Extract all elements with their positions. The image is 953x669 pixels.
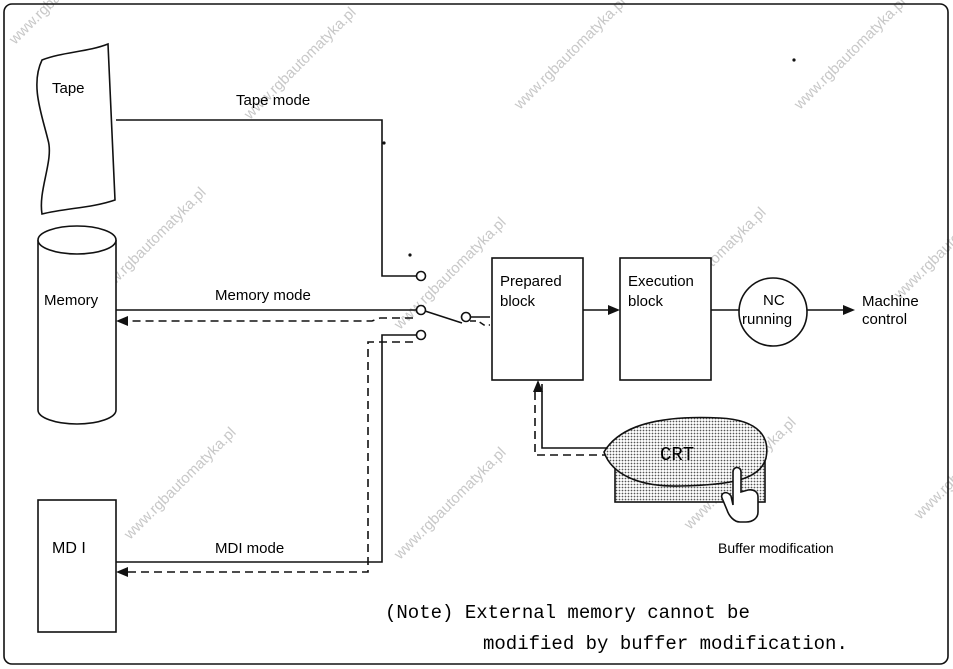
watermark-text: www.rgbautomatyka.pl (910, 404, 953, 523)
tape-source: Tape (37, 44, 115, 214)
machine-control-label-2: control (862, 311, 907, 328)
watermark-text: www.rgbautomatyka.pl (5, 0, 124, 49)
stray-dot (792, 58, 795, 61)
tape-mode-path: Tape mode (116, 92, 426, 281)
memory-cylinder-body (38, 240, 116, 424)
execution-block-label-2: block (628, 293, 664, 310)
crt-terminal: CRT (604, 417, 767, 522)
watermark-layer: www.rgbautomatyka.pl www.rgbautomatyka.p… (5, 0, 953, 564)
watermark-text: www.rgbautomatyka.pl (890, 184, 953, 303)
switch-pivot (462, 313, 471, 322)
watermark-text: www.rgbautomatyka.pl (120, 424, 239, 543)
nc-label-2: running (742, 311, 792, 328)
tape-label: Tape (52, 80, 85, 97)
prepared-block: Prepared block (492, 258, 583, 380)
memory-return-arrow (116, 316, 128, 326)
prepared-block-label-2: block (500, 293, 536, 310)
mode-selector-switch (425, 311, 490, 325)
mdi-source: MD I (38, 500, 116, 632)
nc-label-1: NC (763, 292, 785, 309)
mdi-box (38, 500, 116, 632)
stray-dot (408, 253, 411, 256)
machine-control-label-1: Machine (862, 293, 919, 310)
mdi-label: MD I (52, 540, 86, 557)
memory-source: Memory (38, 226, 116, 424)
tape-switch-contact (417, 272, 426, 281)
execution-block-label-1: Execution (628, 273, 694, 290)
mdi-return-arrow (116, 567, 128, 577)
crt-label: CRT (660, 444, 694, 466)
memory-cylinder-top (38, 226, 116, 254)
memory-switch-contact (417, 306, 426, 315)
prepared-block-label-1: Prepared (500, 273, 562, 290)
flow-arrow (608, 305, 620, 315)
stray-dot (382, 141, 385, 144)
memory-mode-label: Memory mode (215, 287, 311, 304)
tape-mode-label: Tape mode (236, 92, 310, 109)
memory-label: Memory (44, 292, 99, 309)
watermark-text: www.rgbautomatyka.pl (510, 0, 629, 114)
machine-control-arrow (843, 305, 855, 315)
mdi-mode-label: MDI mode (215, 540, 284, 557)
execution-block: Execution block (620, 258, 711, 380)
mdi-switch-contact (417, 331, 426, 340)
watermark-text: www.rgbautomatyka.pl (790, 0, 909, 114)
buffer-modification-label: Buffer modification (718, 540, 834, 556)
tape-shape (37, 44, 115, 214)
memory-mode-path: Memory mode (116, 287, 426, 326)
nc-running-node: NC running (739, 278, 807, 346)
note-line-1: (Note) External memory cannot be (385, 602, 750, 624)
buffer-modification-path (533, 380, 610, 455)
mdi-mode-path: MDI mode (116, 331, 426, 578)
note-line-2: modified by buffer modification. (483, 633, 848, 655)
watermark-text: www.rgbautomatyka.pl (390, 444, 509, 563)
